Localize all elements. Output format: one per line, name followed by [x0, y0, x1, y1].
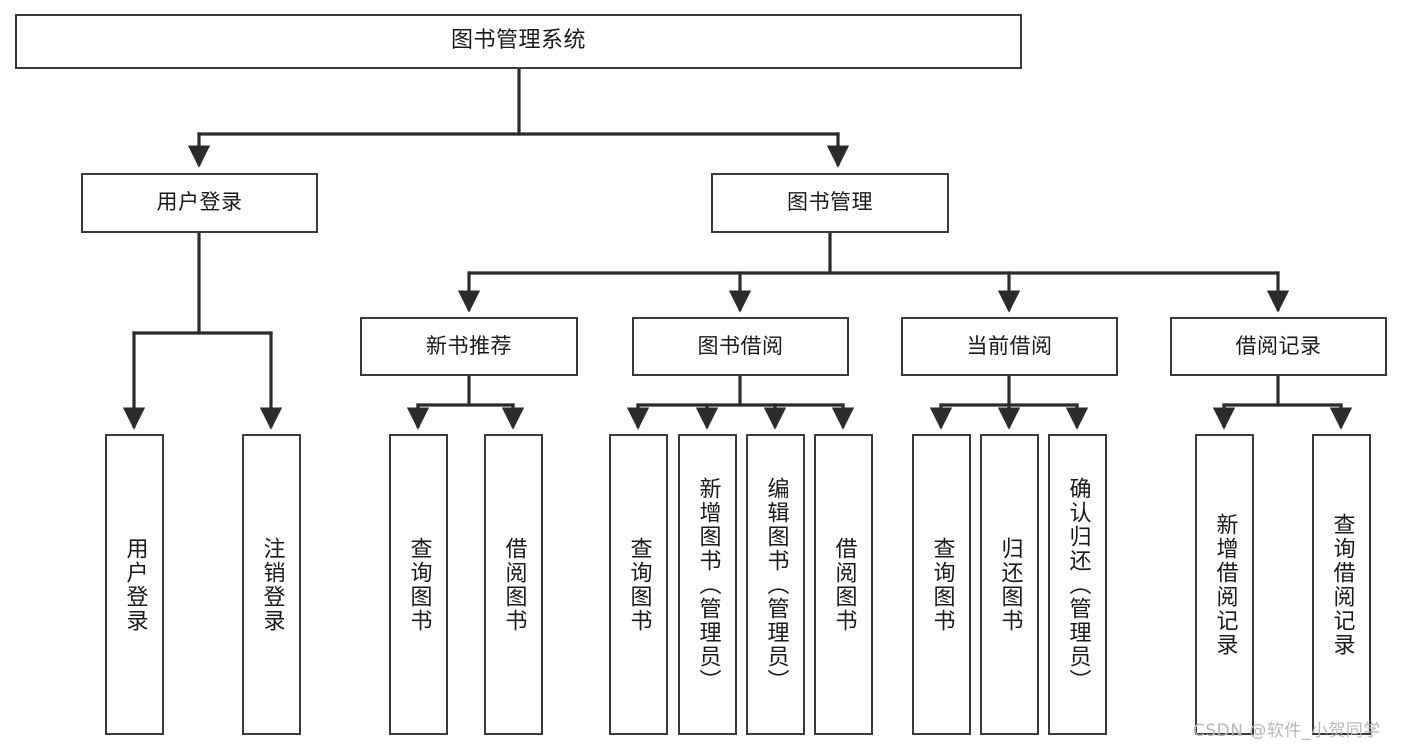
node-label: 查询图书	[929, 536, 955, 633]
node-borrow-record[interactable]: 借阅记录	[1170, 317, 1387, 376]
node-user-login[interactable]: 用户登录	[81, 173, 318, 233]
node-label: 新书推荐	[426, 333, 512, 358]
node-book-management[interactable]: 图书管理	[711, 173, 949, 233]
node-leaf-edit-book[interactable]: 编辑图书（管理员）	[746, 434, 805, 735]
node-label: 新增图书（管理员）	[695, 476, 721, 693]
node-label: 用户登录	[122, 536, 148, 633]
node-label: 注销登录	[259, 536, 285, 633]
node-leaf-add-book[interactable]: 新增图书（管理员）	[678, 434, 737, 735]
node-leaf-borrow-book-2[interactable]: 借阅图书	[814, 434, 873, 735]
node-label: 借阅图书	[501, 536, 527, 633]
node-leaf-query-book-1[interactable]: 查询图书	[389, 434, 448, 735]
node-label: 借阅记录	[1235, 333, 1322, 358]
node-root-book-management-system[interactable]: 图书管理系统	[15, 14, 1022, 69]
node-leaf-confirm-return[interactable]: 确认归还（管理员）	[1048, 434, 1107, 735]
node-leaf-return-book[interactable]: 归还图书	[980, 434, 1039, 735]
node-label: 借阅图书	[831, 536, 857, 633]
node-leaf-borrow-book-1[interactable]: 借阅图书	[484, 434, 543, 735]
node-new-book-recommend[interactable]: 新书推荐	[360, 317, 578, 376]
node-label: 查询借阅记录	[1329, 512, 1355, 657]
node-label: 图书借阅	[697, 333, 784, 358]
node-label: 新增借阅记录	[1212, 512, 1238, 657]
node-leaf-query-record[interactable]: 查询借阅记录	[1312, 434, 1371, 735]
node-leaf-add-record[interactable]: 新增借阅记录	[1195, 434, 1254, 735]
node-label: 当前借阅	[966, 333, 1053, 358]
node-current-borrow[interactable]: 当前借阅	[901, 317, 1118, 376]
node-leaf-user-login[interactable]: 用户登录	[105, 434, 164, 735]
node-leaf-user-logout[interactable]: 注销登录	[242, 434, 301, 735]
node-label: 查询图书	[406, 536, 432, 633]
node-label: 用户登录	[156, 190, 243, 215]
node-label: 编辑图书（管理员）	[763, 476, 789, 693]
node-book-borrow[interactable]: 图书借阅	[632, 317, 849, 376]
node-label: 图书管理系统	[450, 28, 586, 54]
node-label: 图书管理	[787, 190, 873, 215]
node-label: 归还图书	[997, 536, 1023, 633]
node-label: 确认归还（管理员）	[1065, 476, 1091, 693]
node-label: 查询图书	[626, 536, 652, 633]
watermark-text: CSDN @软件_小贺同学	[1193, 721, 1381, 741]
node-leaf-query-book-2[interactable]: 查询图书	[609, 434, 668, 735]
node-leaf-query-book-3[interactable]: 查询图书	[912, 434, 971, 735]
